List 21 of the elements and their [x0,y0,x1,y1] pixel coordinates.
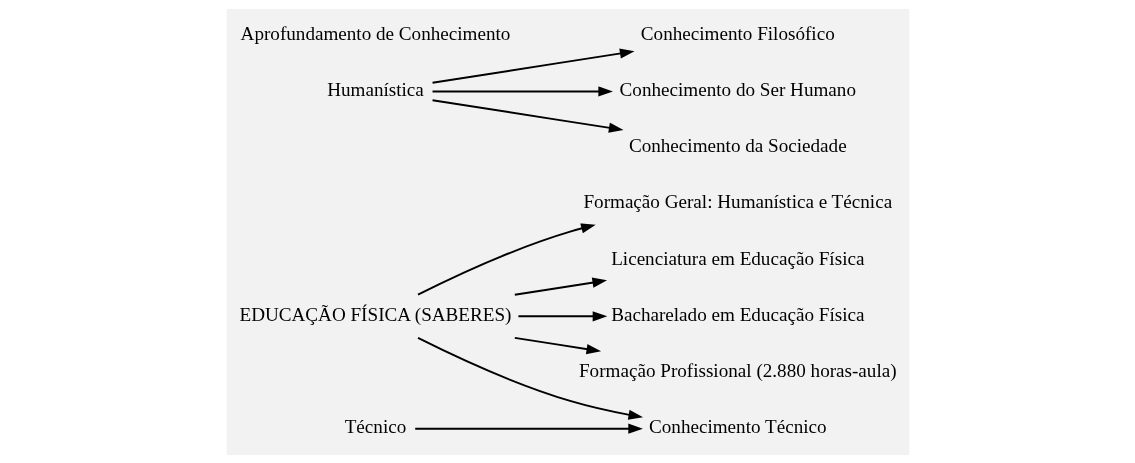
arrow [516,310,607,321]
node-text: Conhecimento Filosófico [640,22,835,44]
node-text: Conhecimento Técnico [648,415,827,437]
arrow [431,85,613,97]
arrow [431,47,634,84]
arrow [431,98,623,133]
node-text: Conhecimento da Sociedade [628,134,847,156]
arrow [416,222,596,296]
node-text: Formação Profissional (2.880 horas-aula) [578,359,897,381]
arrow [416,336,643,420]
node-text: Bacharelado em Educação Física [610,303,864,325]
node-text: Aprofundamento de Conhecimento [240,22,510,44]
node-text: Formação Geral: Humanística e Técnica [582,190,892,212]
node-text: Licenciatura em Educação Física [610,247,864,269]
node-text: Técnico [344,415,406,437]
node-text: EDUCAÇÃO FÍSICA (SABERES) [238,303,512,325]
arrow [513,277,607,296]
node-text: Humanística [326,78,424,100]
node-text: Conhecimento do Ser Humano [619,78,856,100]
arrow [513,336,601,354]
arrow [413,423,643,434]
